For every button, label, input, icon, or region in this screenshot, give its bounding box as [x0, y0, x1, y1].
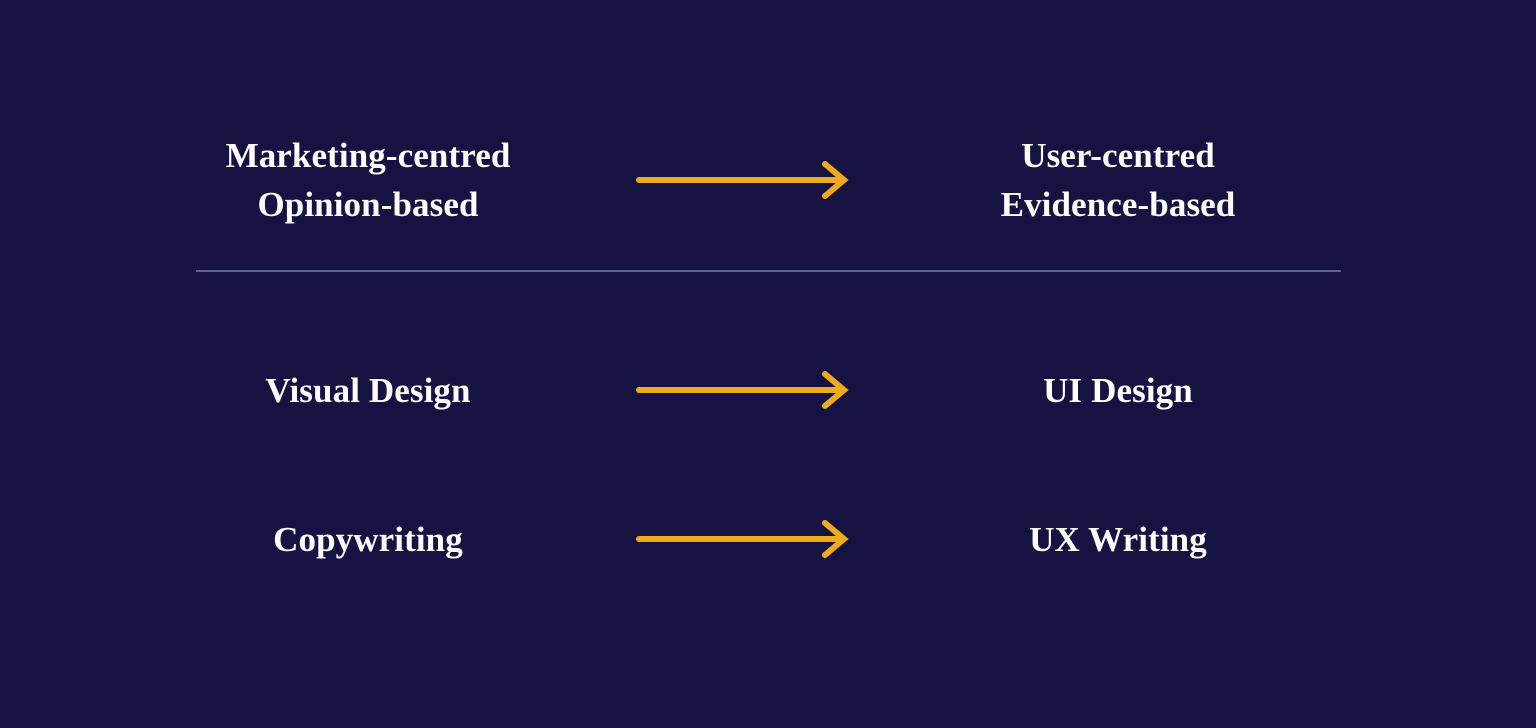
- after-label-line1: User-centred: [1021, 136, 1215, 175]
- after-label: UX Writing: [898, 515, 1338, 564]
- after-label: User-centred Evidence-based: [898, 131, 1338, 229]
- before-label-line2: Opinion-based: [257, 185, 479, 224]
- comparison-row: Copywriting UX Writing: [0, 507, 1536, 571]
- comparison-row: Visual Design UI Design: [0, 358, 1536, 422]
- before-label: Marketing-centred Opinion-based: [148, 131, 588, 229]
- transition-arrow: [628, 515, 860, 563]
- before-label: Copywriting: [148, 515, 588, 564]
- right-arrow-icon: [636, 371, 849, 409]
- comparison-row: Marketing-centred Opinion-based User-cen…: [0, 130, 1536, 230]
- after-label-line1: UX Writing: [1029, 519, 1207, 559]
- transition-arrow: [628, 156, 860, 204]
- transition-arrow: [628, 366, 860, 414]
- after-label-line2: Evidence-based: [1000, 185, 1236, 224]
- section-divider: [196, 270, 1341, 272]
- before-label-line1: Visual Design: [265, 370, 471, 410]
- before-label: Visual Design: [148, 366, 588, 415]
- right-arrow-icon: [636, 161, 849, 199]
- before-label-line1: Marketing-centred: [225, 136, 511, 175]
- before-label-line1: Copywriting: [273, 519, 463, 559]
- right-arrow-icon: [636, 520, 849, 558]
- after-label: UI Design: [898, 366, 1338, 415]
- after-label-line1: UI Design: [1043, 370, 1193, 410]
